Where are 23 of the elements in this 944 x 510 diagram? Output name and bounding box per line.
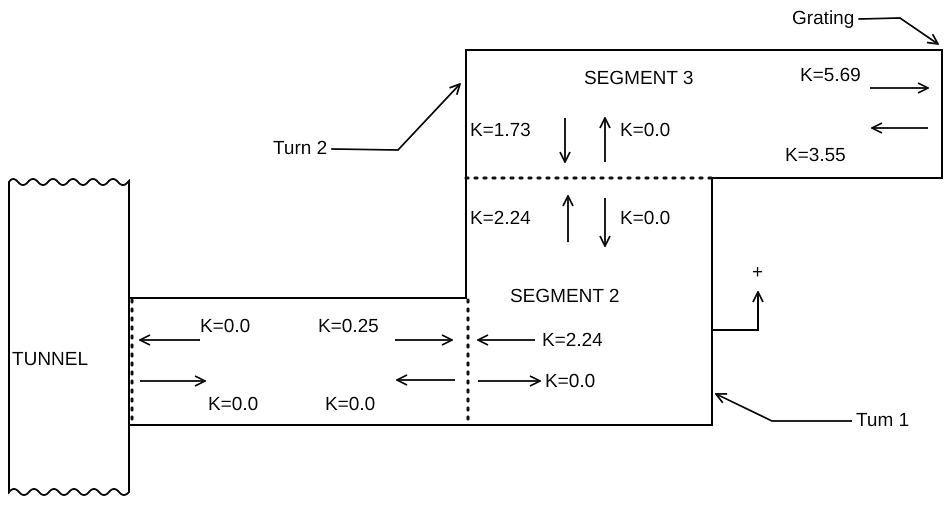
k-value: K=2.24 bbox=[542, 330, 603, 352]
segment-label: SEGMENT 3 bbox=[584, 68, 694, 90]
leader-line bbox=[715, 392, 852, 422]
k-value: K=1.73 bbox=[470, 120, 531, 142]
k-value: K=5.69 bbox=[800, 65, 861, 87]
tunnel-label: TUNNEL bbox=[12, 349, 88, 371]
leader-line bbox=[858, 17, 939, 45]
callout-label: Turn 2 bbox=[273, 138, 328, 160]
callout-label: Tum 1 bbox=[856, 410, 910, 432]
k-value: K=0.0 bbox=[200, 316, 250, 338]
sign-label: + bbox=[752, 262, 764, 284]
segment-label: SEGMENT 2 bbox=[510, 286, 620, 308]
tunnel-box bbox=[8, 176, 130, 498]
k-value: K=0.0 bbox=[620, 120, 670, 142]
k-value: K=0.0 bbox=[545, 371, 596, 393]
k-value: K=0.0 bbox=[620, 208, 670, 230]
leader-line bbox=[331, 83, 461, 151]
k-value: K=2.24 bbox=[470, 208, 531, 230]
k-value: K=0.25 bbox=[318, 316, 379, 338]
k-value: K=0.0 bbox=[208, 394, 258, 416]
callout-label: Grating bbox=[792, 8, 854, 30]
k-value: K=0.0 bbox=[325, 394, 376, 416]
k-value: K=3.55 bbox=[785, 145, 846, 167]
